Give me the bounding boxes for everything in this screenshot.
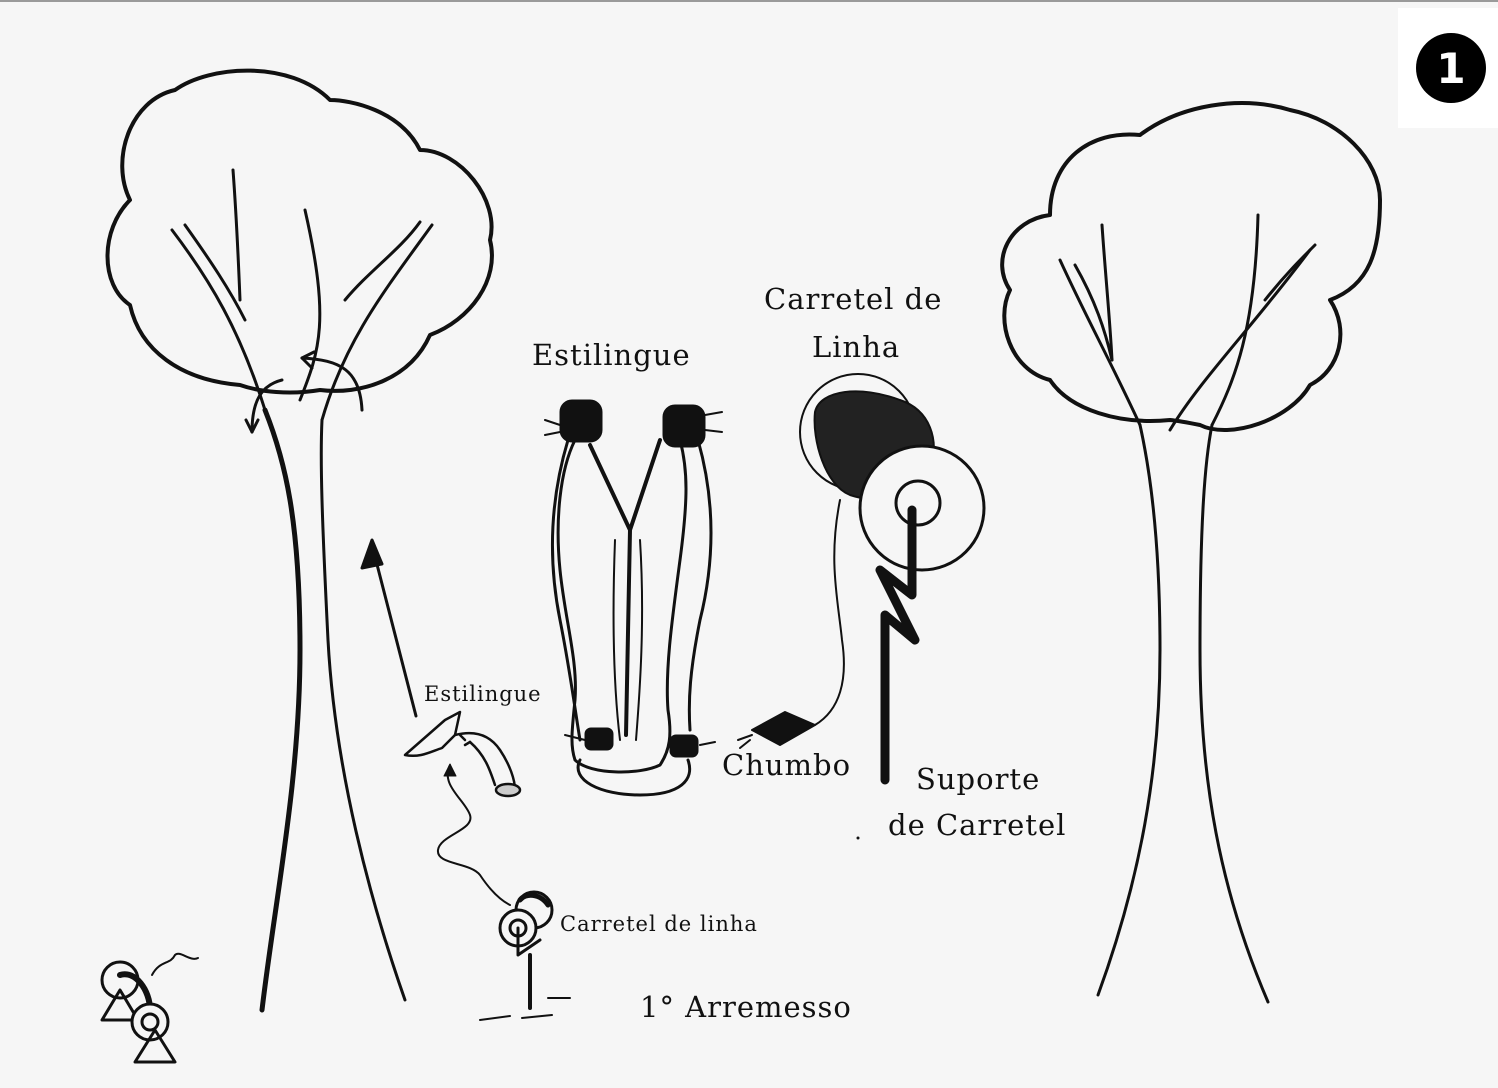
left-tree-branch-2	[183, 223, 247, 322]
right-tree-branch-2	[1073, 263, 1114, 362]
right-tree-branch-5	[1210, 213, 1260, 427]
slingshot-small	[403, 710, 522, 798]
label-carretel-small: Carretel de linha	[560, 912, 758, 936]
right-tree-branch-6	[1263, 243, 1317, 302]
left-tree	[105, 68, 494, 1013]
slingshot-inner-left	[612, 539, 644, 741]
left-tree-branch-1	[170, 228, 267, 412]
line-to-reel	[814, 499, 845, 726]
slingshot-bindings	[559, 399, 706, 758]
paper-speck	[856, 836, 860, 840]
left-tree-branch-6	[343, 220, 422, 302]
slingshot-fork	[588, 438, 662, 737]
right-tree-branch-4	[1168, 248, 1312, 432]
label-carretel-line1: Carretel de	[764, 282, 943, 316]
label-estilingue-large: Estilingue	[532, 338, 691, 372]
slingshot-large	[544, 399, 723, 797]
right-tree-branch-1	[1058, 258, 1142, 427]
slingshot-pouch	[576, 758, 692, 797]
reel-corner	[100, 952, 199, 1064]
label-chumbo: Chumbo	[722, 748, 852, 782]
label-estilingue-small: Estilingue	[424, 682, 542, 706]
right-tree	[1000, 101, 1382, 1004]
label-suporte-line1: Suporte	[916, 762, 1041, 796]
left-tree-branch-5	[320, 223, 434, 422]
left-tree-canopy	[105, 68, 494, 395]
right-tree-trunk-right	[1198, 423, 1270, 1004]
label-carretel-line2: Linha	[812, 330, 901, 364]
label-arremesso: 1° Arremesso	[640, 990, 852, 1024]
reel-stand	[875, 505, 920, 785]
left-tree-branch-4	[298, 208, 322, 402]
label-suporte-line2: de Carretel	[888, 808, 1067, 842]
fork-arrows	[244, 350, 364, 434]
left-tree-trunk-left	[259, 407, 303, 1013]
left-tree-trunk-right	[319, 418, 407, 1002]
step-badge: 1	[1416, 33, 1486, 103]
throw-arrow	[360, 538, 418, 718]
chumbo-weight	[737, 499, 845, 749]
right-tree-canopy	[1000, 101, 1382, 432]
slingshot-frame	[556, 438, 688, 774]
reel-large	[799, 373, 986, 785]
thrown-line	[437, 764, 511, 906]
slingshot-band-left	[550, 438, 582, 742]
reel-small	[479, 890, 571, 1021]
right-tree-trunk-left	[1096, 423, 1162, 997]
slingshot-band-right	[687, 438, 713, 732]
right-tree-branch-3	[1100, 223, 1114, 362]
left-tree-branch-3	[231, 168, 242, 302]
